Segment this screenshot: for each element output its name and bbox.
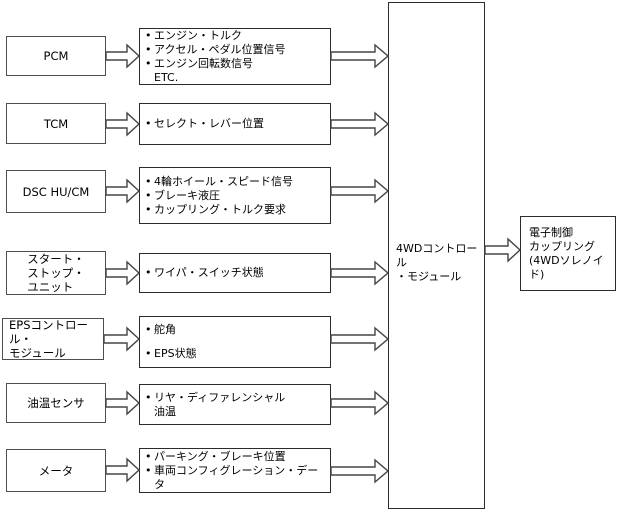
bullet-icon: • bbox=[145, 28, 152, 42]
bullet-icon: • bbox=[145, 42, 152, 56]
arrow-signals-pcm-to-controller bbox=[330, 43, 390, 69]
bullet-icon: • bbox=[145, 266, 152, 279]
signal-line: •舵角 bbox=[145, 323, 176, 336]
arrow-signals-oiltemp-to-controller bbox=[330, 390, 390, 416]
signal-box-tcm: •セレクト・レバー位置 bbox=[139, 103, 331, 145]
controller-box-4wd-control-module: 4WDコントロール ・モジュール bbox=[388, 2, 485, 509]
source-label-tcm: TCM bbox=[43, 116, 69, 131]
arrow-signals-tcm-to-controller bbox=[330, 111, 390, 137]
source-box-start-stop-unit: スタート・ ストップ・ ユニット bbox=[6, 251, 106, 295]
source-box-eps: EPSコントロール・ モジュール bbox=[2, 318, 104, 360]
bullet-icon: • bbox=[145, 202, 152, 216]
signal-line: •車両コンフィグレーション・データ bbox=[145, 463, 319, 491]
arrow-signals-dsc-to-controller bbox=[330, 178, 390, 204]
signal-box-meter: •パーキング・ブレーキ位置 •車両コンフィグレーション・データ bbox=[139, 448, 331, 493]
source-label-pcm: PCM bbox=[43, 49, 69, 63]
arrow-pcm-to-signals bbox=[105, 43, 141, 69]
signal-box-pcm: •エンジン・トルク •アクセル・ペダル位置信号 •エンジン回転数信号 ETC. bbox=[139, 28, 331, 85]
source-label-oil-temp-sensor: 油温センサ bbox=[27, 396, 85, 410]
source-label-dsc: DSC HU/CM bbox=[22, 184, 90, 199]
source-label-start-stop-unit: スタート・ ストップ・ ユニット bbox=[27, 252, 85, 294]
bullet-icon: • bbox=[145, 347, 152, 360]
arrow-eps-to-signals bbox=[103, 326, 141, 352]
signal-line: •リヤ・ディファレンシャル bbox=[145, 390, 286, 404]
signal-line: •4輪ホイール・スピード信号 bbox=[145, 174, 293, 188]
signal-line: 油温 bbox=[154, 404, 176, 418]
output-label: 電子制御 カップリング (4WDソレノイド) bbox=[529, 225, 604, 281]
source-label-meter: メータ bbox=[38, 463, 74, 478]
arrow-signals-eps-to-controller bbox=[330, 326, 390, 352]
signal-box-start-stop-unit: •ワイパ・スイッチ状態 bbox=[139, 253, 331, 293]
signal-line: •カップリング・トルク要求 bbox=[145, 202, 286, 216]
arrow-meter-to-signals bbox=[105, 457, 141, 483]
bullet-icon: • bbox=[145, 188, 152, 202]
arrow-signals-startstop-to-controller bbox=[330, 260, 390, 286]
signal-line: •ブレーキ液圧 bbox=[145, 188, 220, 202]
signal-box-oil-temp: •リヤ・ディファレンシャル 油温 bbox=[139, 384, 331, 425]
controller-label: 4WDコントロール ・モジュール bbox=[396, 241, 478, 283]
bullet-icon: • bbox=[145, 174, 152, 188]
output-box-electronic-coupling: 電子制御 カップリング (4WDソレノイド) bbox=[520, 216, 616, 291]
arrow-start-stop-to-signals bbox=[105, 260, 141, 286]
arrow-dsc-to-signals bbox=[105, 178, 141, 204]
signal-line: •セレクト・レバー位置 bbox=[145, 117, 264, 130]
signal-line: •アクセル・ペダル位置信号 bbox=[145, 42, 286, 56]
signal-line: ETC. bbox=[154, 70, 179, 84]
bullet-icon: • bbox=[145, 390, 152, 404]
signal-line: •ワイパ・スイッチ状態 bbox=[145, 266, 264, 279]
bullet-icon: • bbox=[145, 117, 152, 130]
arrow-oiltemp-to-signals bbox=[105, 390, 141, 416]
signal-line: •EPS状態 bbox=[145, 347, 197, 360]
signal-line: •エンジン回転数信号 bbox=[145, 56, 253, 70]
signal-box-dsc: •4輪ホイール・スピード信号 •ブレーキ液圧 •カップリング・トルク要求 bbox=[139, 167, 331, 224]
source-label-eps: EPSコントロール・ モジュール bbox=[9, 318, 89, 360]
arrow-controller-to-coupling bbox=[484, 237, 522, 263]
source-box-tcm: TCM bbox=[6, 103, 106, 144]
bullet-icon: • bbox=[145, 56, 152, 70]
bullet-icon: • bbox=[145, 323, 152, 336]
signal-line: •パーキング・ブレーキ位置 bbox=[145, 449, 286, 463]
source-box-dsc: DSC HU/CM bbox=[6, 170, 106, 213]
bullet-icon: • bbox=[145, 449, 152, 463]
signal-line: •エンジン・トルク bbox=[145, 28, 242, 42]
arrow-signals-meter-to-controller bbox=[330, 458, 390, 484]
source-box-pcm: PCM bbox=[6, 36, 106, 76]
arrow-tcm-to-signals bbox=[105, 111, 141, 137]
signal-box-eps: •舵角 •EPS状態 bbox=[139, 316, 331, 368]
source-box-meter: メータ bbox=[6, 449, 106, 492]
bullet-icon: • bbox=[145, 463, 152, 477]
source-box-oil-temp-sensor: 油温センサ bbox=[6, 383, 106, 423]
